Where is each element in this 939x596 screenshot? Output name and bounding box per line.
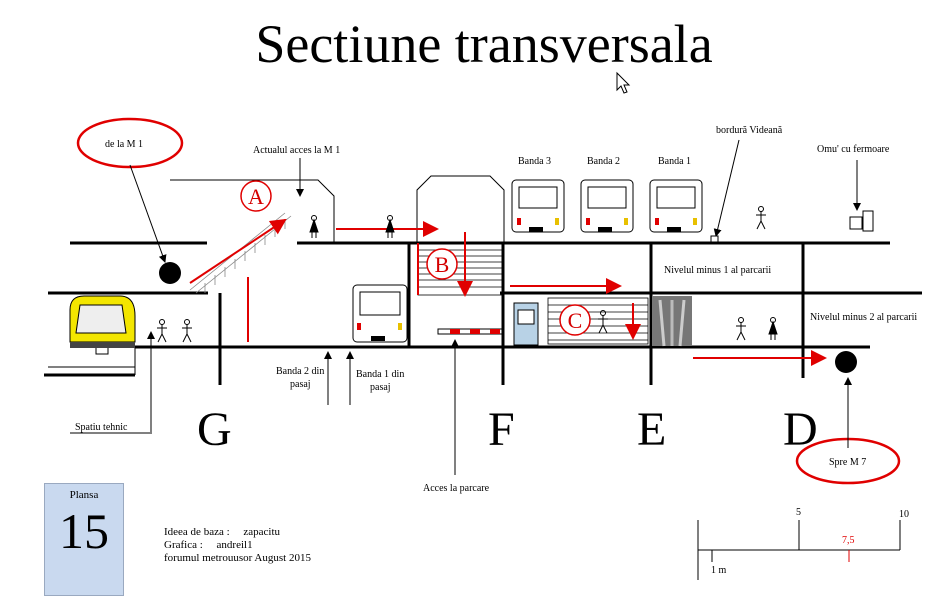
cursor-icon [616,71,631,94]
ticket-machine [513,302,539,346]
marker-c: C [559,304,591,336]
bus-banda-3 [511,179,565,233]
label-banda2-pasaj-2: pasaj [290,379,311,390]
label-spatiu-tehnic: Spatiu tehnic [75,422,128,433]
metro-train [69,295,136,355]
section-e: E [637,403,666,456]
oval-de-la-m1 [76,117,184,169]
escalator-image [652,296,692,347]
credit-forum: forumul metrouusor August 2015 [164,552,311,564]
label-de-la-m1: de la M 1 [105,139,143,150]
label-banda3: Banda 3 [518,156,551,167]
svg-text:B: B [435,252,450,277]
label-nivel2: Nivelul minus 2 al parcarii [810,312,917,323]
marker-b: B [426,248,458,280]
scale-bar [697,520,901,580]
credits: Ideea de baza : zapacitu Grafica : andre… [164,526,311,565]
scale-5: 5 [796,507,801,518]
red-paths [189,218,827,366]
bus-pasaj [352,284,408,343]
bus-banda-2 [580,179,634,233]
bus-banda-1 [649,179,703,233]
label-omul: Omu' cu fermoare [817,144,890,155]
curb [710,235,719,243]
label-nivel1: Nivelul minus 1 al parcarii [664,265,771,276]
label-banda2: Banda 2 [587,156,620,167]
scale-1m: 1 m [711,565,727,576]
label-banda1: Banda 1 [658,156,691,167]
street-booth [849,210,874,232]
marker-a: A [240,180,272,212]
scale-10: 10 [899,509,909,520]
pointer-arrows [129,139,861,475]
section-f: F [488,403,515,456]
plansa-number: 15 [59,503,109,559]
svg-text:C: C [568,308,583,333]
svg-text:A: A [248,184,264,209]
label-actualul-acces: Actualul acces la M 1 [253,145,340,156]
credit-idea: Ideea de baza : zapacitu [164,526,281,538]
label-acces-parcare: Acces la parcare [423,483,490,494]
label-spre-m7: Spre M 7 [829,457,866,468]
dot-m7 [835,351,857,373]
structure-lines [44,241,922,385]
section-d: D [783,403,818,456]
page-title: Sectiune transversala [255,14,712,74]
people [157,206,778,343]
label-banda1-pasaj-1: Banda 1 din [356,369,404,380]
plansa-box: Plansa 15 [44,483,124,596]
label-bordura: bordură Videană [716,125,783,136]
dot-m1 [159,262,181,284]
label-banda2-pasaj-1: Banda 2 din [276,366,324,377]
label-banda1-pasaj-2: pasaj [370,382,391,393]
credit-grafica: Grafica : andreil1 [164,539,253,551]
scale-7-5: 7,5 [842,535,855,546]
plansa-label: Plansa [69,489,99,501]
parking-barrier [437,328,503,335]
section-g: G [197,403,232,456]
